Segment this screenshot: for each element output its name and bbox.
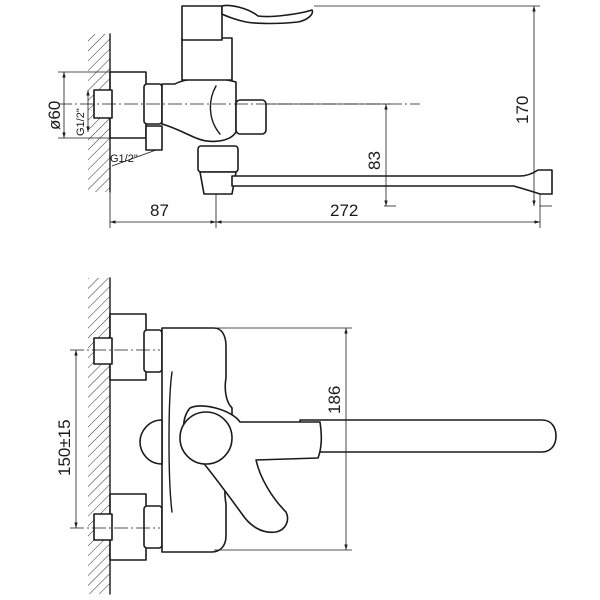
body-contour-inner	[209, 85, 221, 135]
dim-170-label: 170	[513, 96, 532, 124]
dim-thread-inlet-label: G1/2"	[75, 108, 87, 136]
dim-87-label: 87	[150, 201, 169, 220]
outlet-thread	[145, 125, 163, 151]
dim-thread-outlet-leader	[111, 149, 157, 167]
inlet-pipe-upper	[93, 337, 113, 365]
diverter-knob-front	[139, 419, 163, 465]
wall-flange-lower	[109, 493, 147, 561]
diverter-knob-side	[235, 99, 267, 135]
dim-272-label: 272	[330, 201, 358, 220]
mixer-body-side	[161, 77, 237, 143]
eccentric-nut-upper	[143, 329, 163, 373]
dim-diameter-label: ø60	[45, 101, 64, 130]
front-view: 150±15 186	[55, 277, 557, 595]
cartridge-cap	[181, 5, 223, 41]
eccentric-nut-lower	[143, 505, 163, 549]
dim-150-label: 150±15	[55, 419, 74, 476]
dim-thread-outlet-label: G1/2"	[110, 153, 138, 165]
spout-front	[299, 419, 557, 453]
side-view: ø60 G1/2" G1/2" 170 83 87 272	[45, 4, 553, 228]
lever-handle-side	[221, 4, 314, 25]
spout-collar	[199, 171, 237, 195]
spout-side	[231, 169, 553, 195]
dim-186-label: 186	[325, 386, 344, 414]
dim-83-label: 83	[365, 151, 384, 170]
cartridge-housing	[181, 37, 233, 81]
wall-hatch-bottom	[88, 278, 110, 594]
cartridge-cap-front	[179, 411, 233, 465]
body-contour-left	[168, 371, 173, 513]
wall-flange-top	[109, 71, 147, 139]
wall-flange-upper	[109, 313, 147, 381]
spout-swivel	[197, 145, 239, 173]
inlet-pipe-lower	[93, 513, 113, 541]
